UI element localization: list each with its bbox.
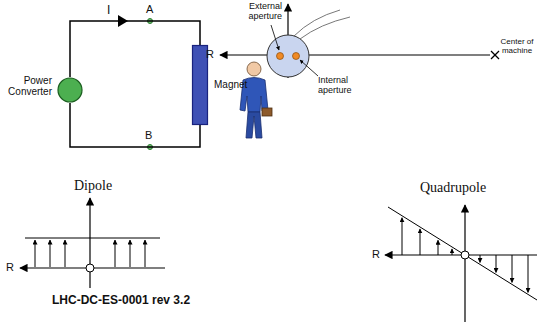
internal-aperture-dot (293, 53, 300, 60)
dipole-field-line (25, 238, 160, 239)
quadrupole-field-arrows (402, 218, 528, 293)
field-arrow (65, 240, 66, 267)
field-arrow (50, 240, 51, 267)
plot-title: Quadrupole (420, 180, 486, 195)
field-arrow (402, 218, 403, 255)
dipole-vertical-axis (89, 198, 90, 288)
node-outline (57, 77, 83, 103)
axis-label: R (372, 248, 380, 260)
power-converter-symbol: Power Converter (57, 77, 83, 103)
wire (70, 21, 200, 77)
axis-label: R (206, 48, 214, 60)
node-label: Magnet (214, 79, 264, 90)
center-mark (491, 51, 499, 59)
field-arrow (480, 255, 481, 262)
leader-line (271, 25, 279, 50)
quadrupole-gradient-line (388, 207, 537, 300)
field-arrow (145, 240, 146, 267)
callout-label: Center of machine (498, 38, 536, 56)
magnet-symbol: Magnet (192, 45, 208, 125)
magnet-rect (193, 46, 208, 125)
current-label: I (106, 3, 111, 17)
point-label: A (146, 3, 153, 15)
callout-label: Internal aperture (318, 76, 370, 96)
wire (70, 103, 200, 147)
radial-axis (220, 54, 490, 55)
plot-title: Dipole (74, 178, 112, 193)
person-figure (240, 62, 272, 138)
field-arrow (438, 240, 439, 255)
field-arrow (512, 255, 513, 282)
field-arrow (130, 240, 131, 267)
point-label: B (145, 129, 152, 141)
external-aperture-dot (277, 53, 284, 60)
dipole-field-arrows (35, 240, 145, 267)
beam-pipe (267, 35, 309, 77)
node-outline (192, 45, 208, 125)
leader-line (300, 60, 318, 76)
field-arrow (420, 229, 421, 255)
node-label: Power Converter (0, 75, 52, 97)
origin-circle (86, 264, 94, 272)
axis-label: R (6, 261, 14, 273)
field-arrow (35, 240, 36, 267)
beam-trajectory (294, 10, 340, 36)
converter-circle (58, 78, 82, 102)
callout-label: External aperture (230, 2, 282, 22)
beam-trajectory (300, 17, 350, 39)
origin-circle (461, 251, 469, 259)
field-arrow (115, 240, 116, 267)
field-arrow (496, 255, 497, 272)
field-arrow (528, 255, 529, 292)
field-arrow (452, 249, 453, 255)
quadrupole-vertical-axis (464, 205, 465, 322)
document-reference: LHC-DC-ES-0001 rev 3.2 (52, 294, 190, 307)
